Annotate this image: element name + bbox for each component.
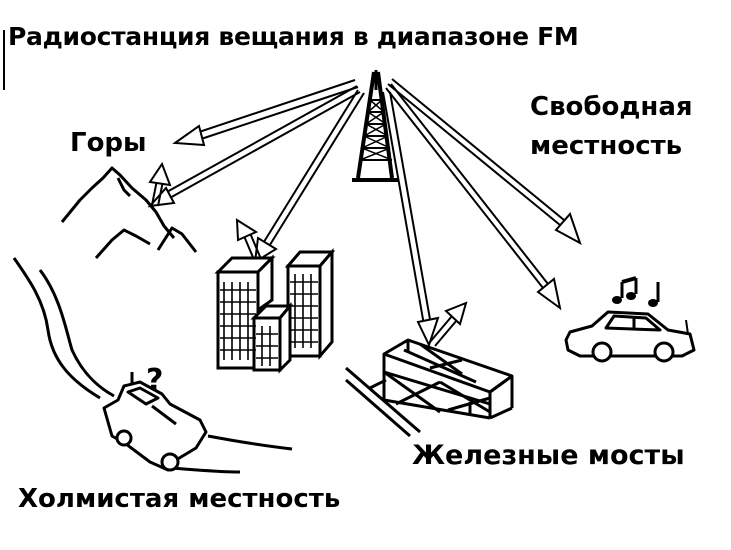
music-notes-icon bbox=[612, 276, 660, 307]
hilly-area-label: Холмистая местность bbox=[18, 484, 341, 514]
open-area-label: Свободная местность bbox=[530, 88, 693, 166]
radio-tower-icon bbox=[352, 70, 398, 182]
winding-road bbox=[12, 257, 293, 474]
car-right-icon bbox=[564, 310, 696, 363]
car-left-icon bbox=[102, 372, 208, 472]
open-area-label-line1: Свободная bbox=[530, 92, 693, 122]
mountain-reflection-arrow bbox=[148, 161, 172, 207]
ray-to-mountain-peak bbox=[147, 85, 361, 208]
ray-to-mountains bbox=[172, 79, 359, 147]
ray-to-car bbox=[385, 83, 562, 311]
mountains-icon bbox=[60, 166, 198, 259]
bridge-reflection-arrow bbox=[429, 301, 468, 347]
ray-to-open-area bbox=[387, 78, 582, 246]
open-area-label-line2: местность bbox=[530, 131, 683, 161]
mountains-label: Горы bbox=[70, 128, 147, 158]
ray-to-bridge bbox=[382, 91, 440, 348]
question-mark-icon: ? bbox=[146, 363, 163, 398]
buildings-icon bbox=[214, 247, 336, 374]
iron-bridge-icon bbox=[345, 338, 514, 438]
iron-bridges-label: Железные мосты bbox=[412, 440, 685, 471]
page-title: Радиостанция вещания в диапазоне FM bbox=[8, 22, 579, 51]
building-windows bbox=[220, 274, 318, 366]
signal-rays bbox=[147, 78, 582, 348]
